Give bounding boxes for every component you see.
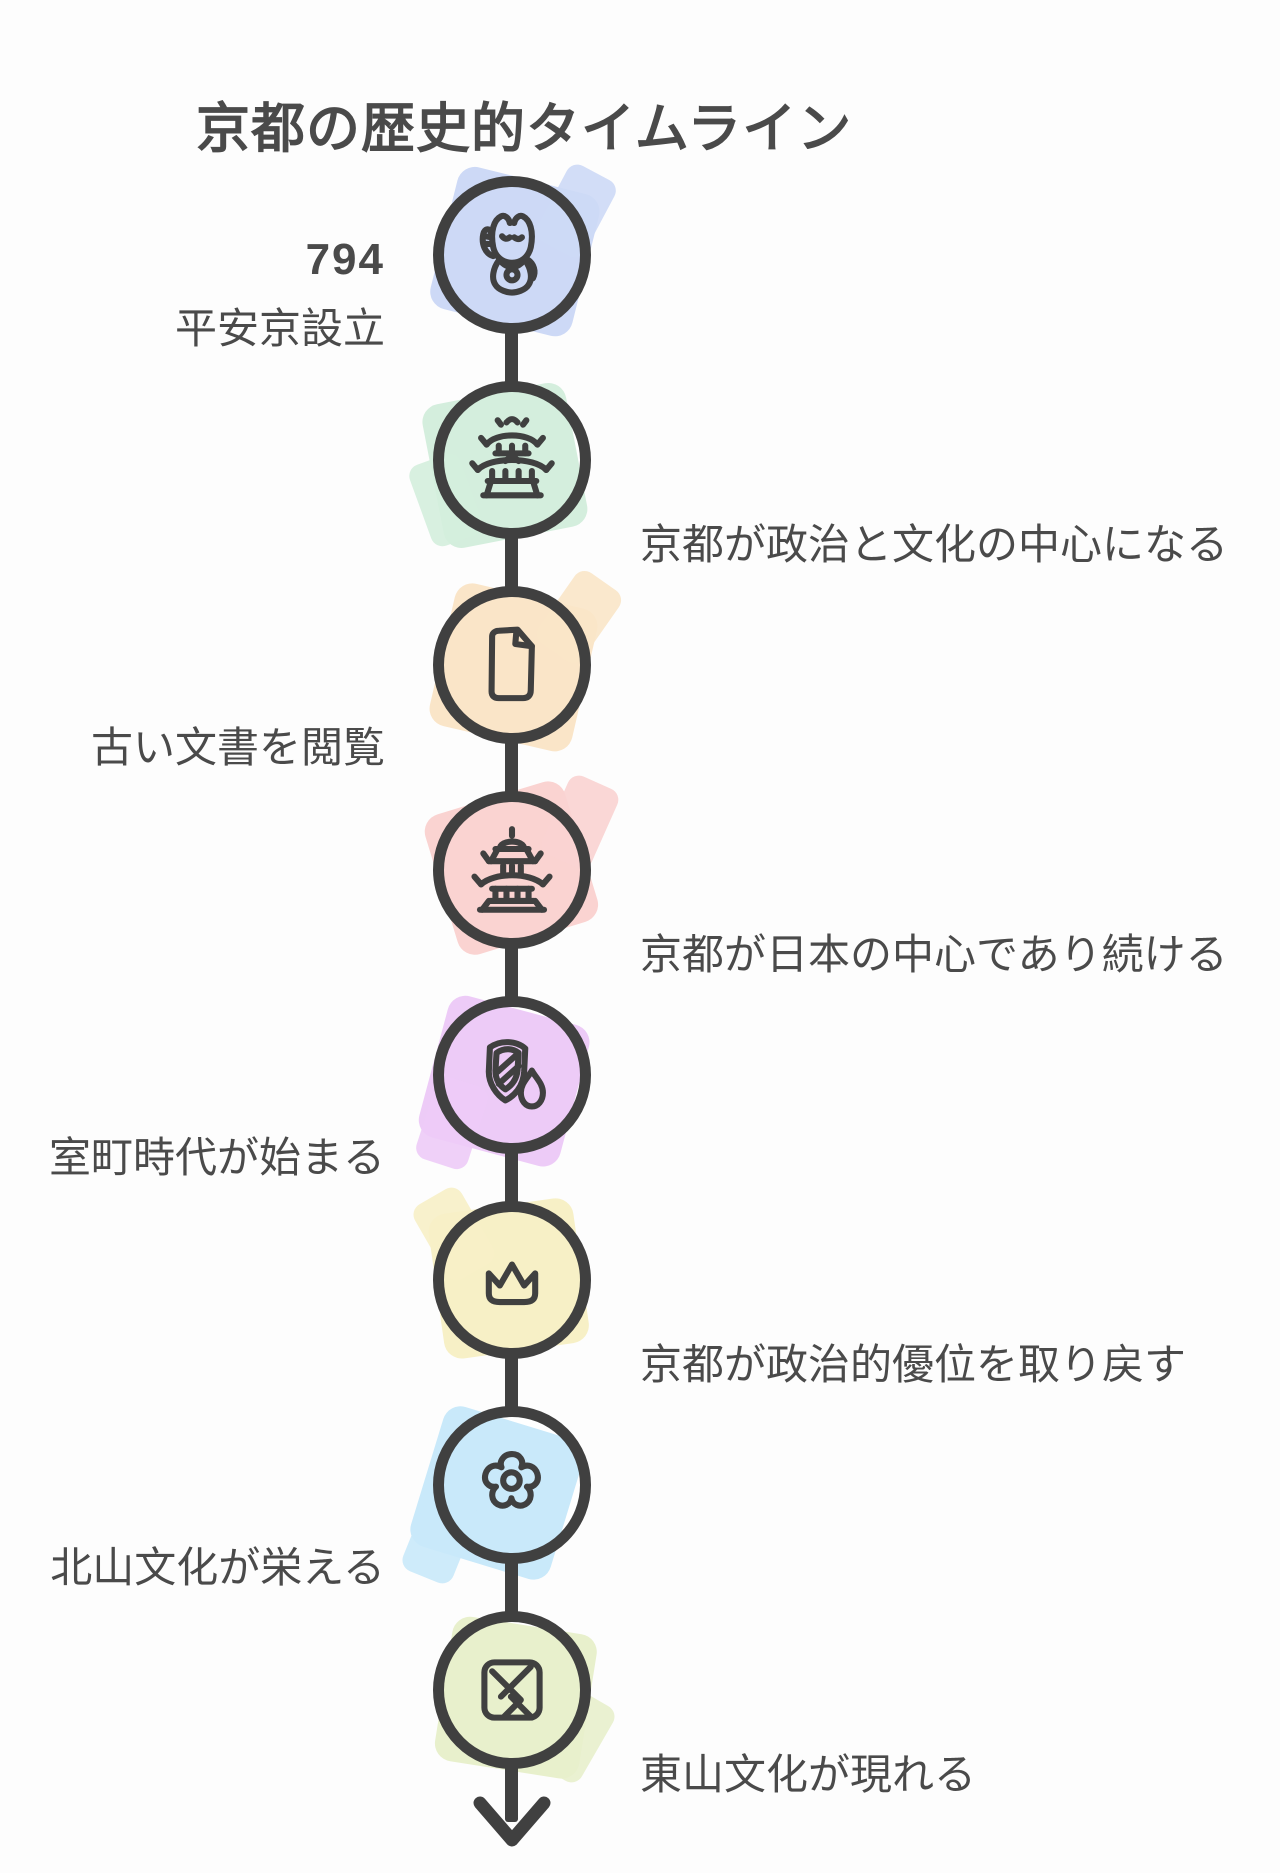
timeline-label-text: 平安京設立 (174, 305, 385, 353)
document-icon (433, 586, 591, 744)
timeline-node (420, 771, 623, 960)
node-ring (433, 996, 591, 1154)
crown-icon (433, 1201, 591, 1359)
timeline-label: 京都が政治と文化の中心になる (640, 521, 1229, 568)
node-ring (433, 176, 591, 334)
japanese-castle-icon (433, 381, 591, 539)
connector-segment (505, 938, 518, 1007)
arrow-down-icon (468, 1796, 556, 1853)
timeline-label: 京都が日本の中心であり続ける (640, 931, 1228, 978)
node-ring (433, 1611, 591, 1769)
timeline-label: 室町時代が始まる (48, 1134, 385, 1181)
connector-segment (505, 1143, 518, 1212)
timeline-label-text: 東山文化が現れる (640, 1751, 977, 1798)
node-ring (433, 381, 591, 539)
flower-icon (433, 1406, 591, 1564)
connector-segment (505, 1758, 518, 1822)
connector-segment (505, 733, 518, 802)
page-title: 京都の歴史的タイムライン (196, 99, 853, 160)
pagoda-temple-icon (433, 791, 591, 949)
shield-drop-icon (433, 996, 591, 1154)
timeline-node (432, 1611, 619, 1787)
maneki-neko-cat-icon (433, 176, 591, 334)
timeline-year: 794 (305, 235, 385, 284)
timeline-label-text: 京都が政治的優位を取り戻す (640, 1341, 1187, 1388)
node-ring (433, 1201, 591, 1359)
connector-segment (505, 1553, 518, 1622)
wrapped-pattern-icon (433, 1611, 591, 1769)
timeline-label-text: 古い文書を閲覧 (90, 724, 385, 771)
timeline-label-text: 室町時代が始まる (48, 1134, 385, 1181)
connector-segment (505, 528, 518, 597)
node-ring (433, 1406, 591, 1564)
timeline-label-text: 京都が政治と文化の中心になる (640, 521, 1229, 568)
timeline-node (405, 379, 591, 552)
timeline-node (425, 566, 626, 755)
timeline-node (426, 160, 621, 341)
node-ring (433, 791, 591, 949)
connector-segment (505, 1348, 518, 1417)
timeline-label: 古い文書を閲覧 (90, 724, 385, 771)
connector-segment (505, 323, 518, 392)
timeline-label: 北山文化が栄える (50, 1544, 385, 1591)
timeline-label: 京都が政治的優位を取り戻す (640, 1341, 1187, 1388)
timeline-label: 794 平安京設立 (174, 235, 385, 353)
timeline-label-text: 京都が日本の中心であり続ける (640, 931, 1228, 978)
timeline-node (413, 991, 594, 1173)
timeline-label-text: 北山文化が栄える (50, 1544, 385, 1591)
timeline-node (409, 1183, 592, 1361)
timeline-label: 東山文化が現れる (640, 1751, 977, 1798)
timeline-node (398, 1401, 591, 1587)
node-ring (433, 586, 591, 744)
